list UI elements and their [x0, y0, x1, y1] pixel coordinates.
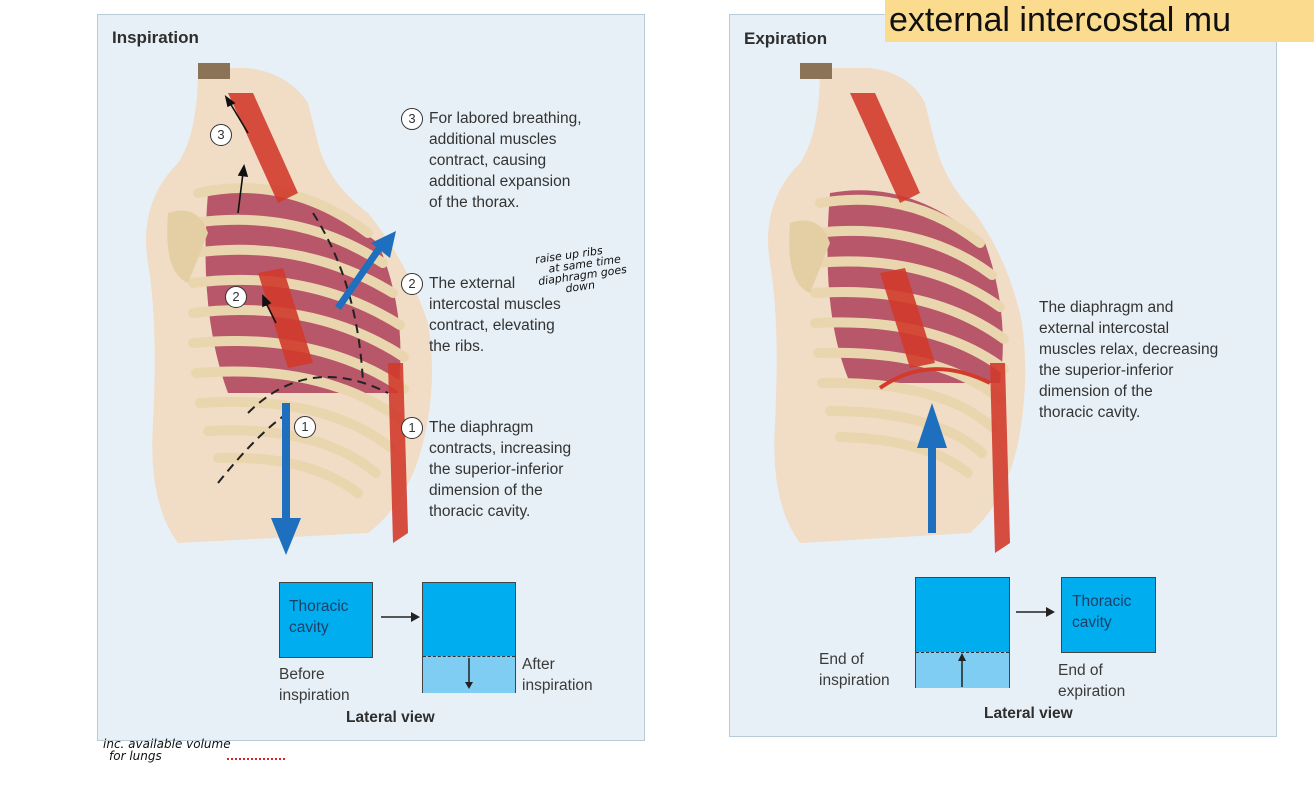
- end-inspiration-caption: End of inspiration: [819, 651, 890, 689]
- step2-text: The external intercostal muscles contrac…: [429, 275, 561, 355]
- inspiration-title: Inspiration: [112, 28, 199, 47]
- inspiration-step3-marker: 3: [210, 124, 232, 146]
- expiration-panel: Expiration The diaphragm and external in…: [729, 14, 1277, 737]
- inspiration-step2-marker: 2: [225, 286, 247, 308]
- before-box-label: Thoracic cavity: [289, 598, 349, 636]
- inspiration-panel: Inspiration: [97, 14, 645, 741]
- end-expiration-box: Thoracic cavity: [1061, 577, 1156, 653]
- before-to-after-arrow: [381, 612, 420, 622]
- inspiration-step1-marker: 1: [294, 416, 316, 438]
- step1-text: The diaphragm contracts, increasing the …: [429, 419, 572, 520]
- after-inspiration-caption: After inspiration: [522, 656, 593, 694]
- inspiration-lateral-view: Lateral view: [346, 709, 435, 726]
- end-insp-up-arrow: [958, 653, 966, 687]
- expiration-title: Expiration: [744, 29, 828, 48]
- step3-text: For labored breathing, additional muscle…: [429, 110, 582, 211]
- end-expiration-caption: End of expiration: [1058, 662, 1126, 700]
- expiration-thorax-illustration: [768, 63, 1026, 553]
- expiration-text: The diaphragm and external intercostal m…: [1039, 299, 1219, 421]
- volume-handwritten-note: inc. available volume for lungs: [103, 737, 231, 763]
- after-inspiration-box: [422, 582, 516, 693]
- step2-number: 2: [401, 273, 423, 295]
- before-inspiration-caption: Before inspiration: [279, 666, 350, 704]
- red-dotted-underline: [227, 758, 285, 760]
- expiration-lateral-view: Lateral view: [984, 705, 1073, 722]
- after-box-down-arrow: [465, 658, 473, 689]
- before-inspiration-box: Thoracic cavity: [279, 582, 373, 658]
- end-exp-box-label: Thoracic cavity: [1072, 593, 1132, 631]
- highlighted-heading: external intercostal mu: [885, 0, 1314, 42]
- step3-number: 3: [401, 108, 423, 130]
- insp-to-exp-arrow: [1016, 607, 1055, 617]
- step1-number: 1: [401, 417, 423, 439]
- end-inspiration-box: [915, 577, 1010, 688]
- inspiration-thorax-illustration: [146, 63, 432, 555]
